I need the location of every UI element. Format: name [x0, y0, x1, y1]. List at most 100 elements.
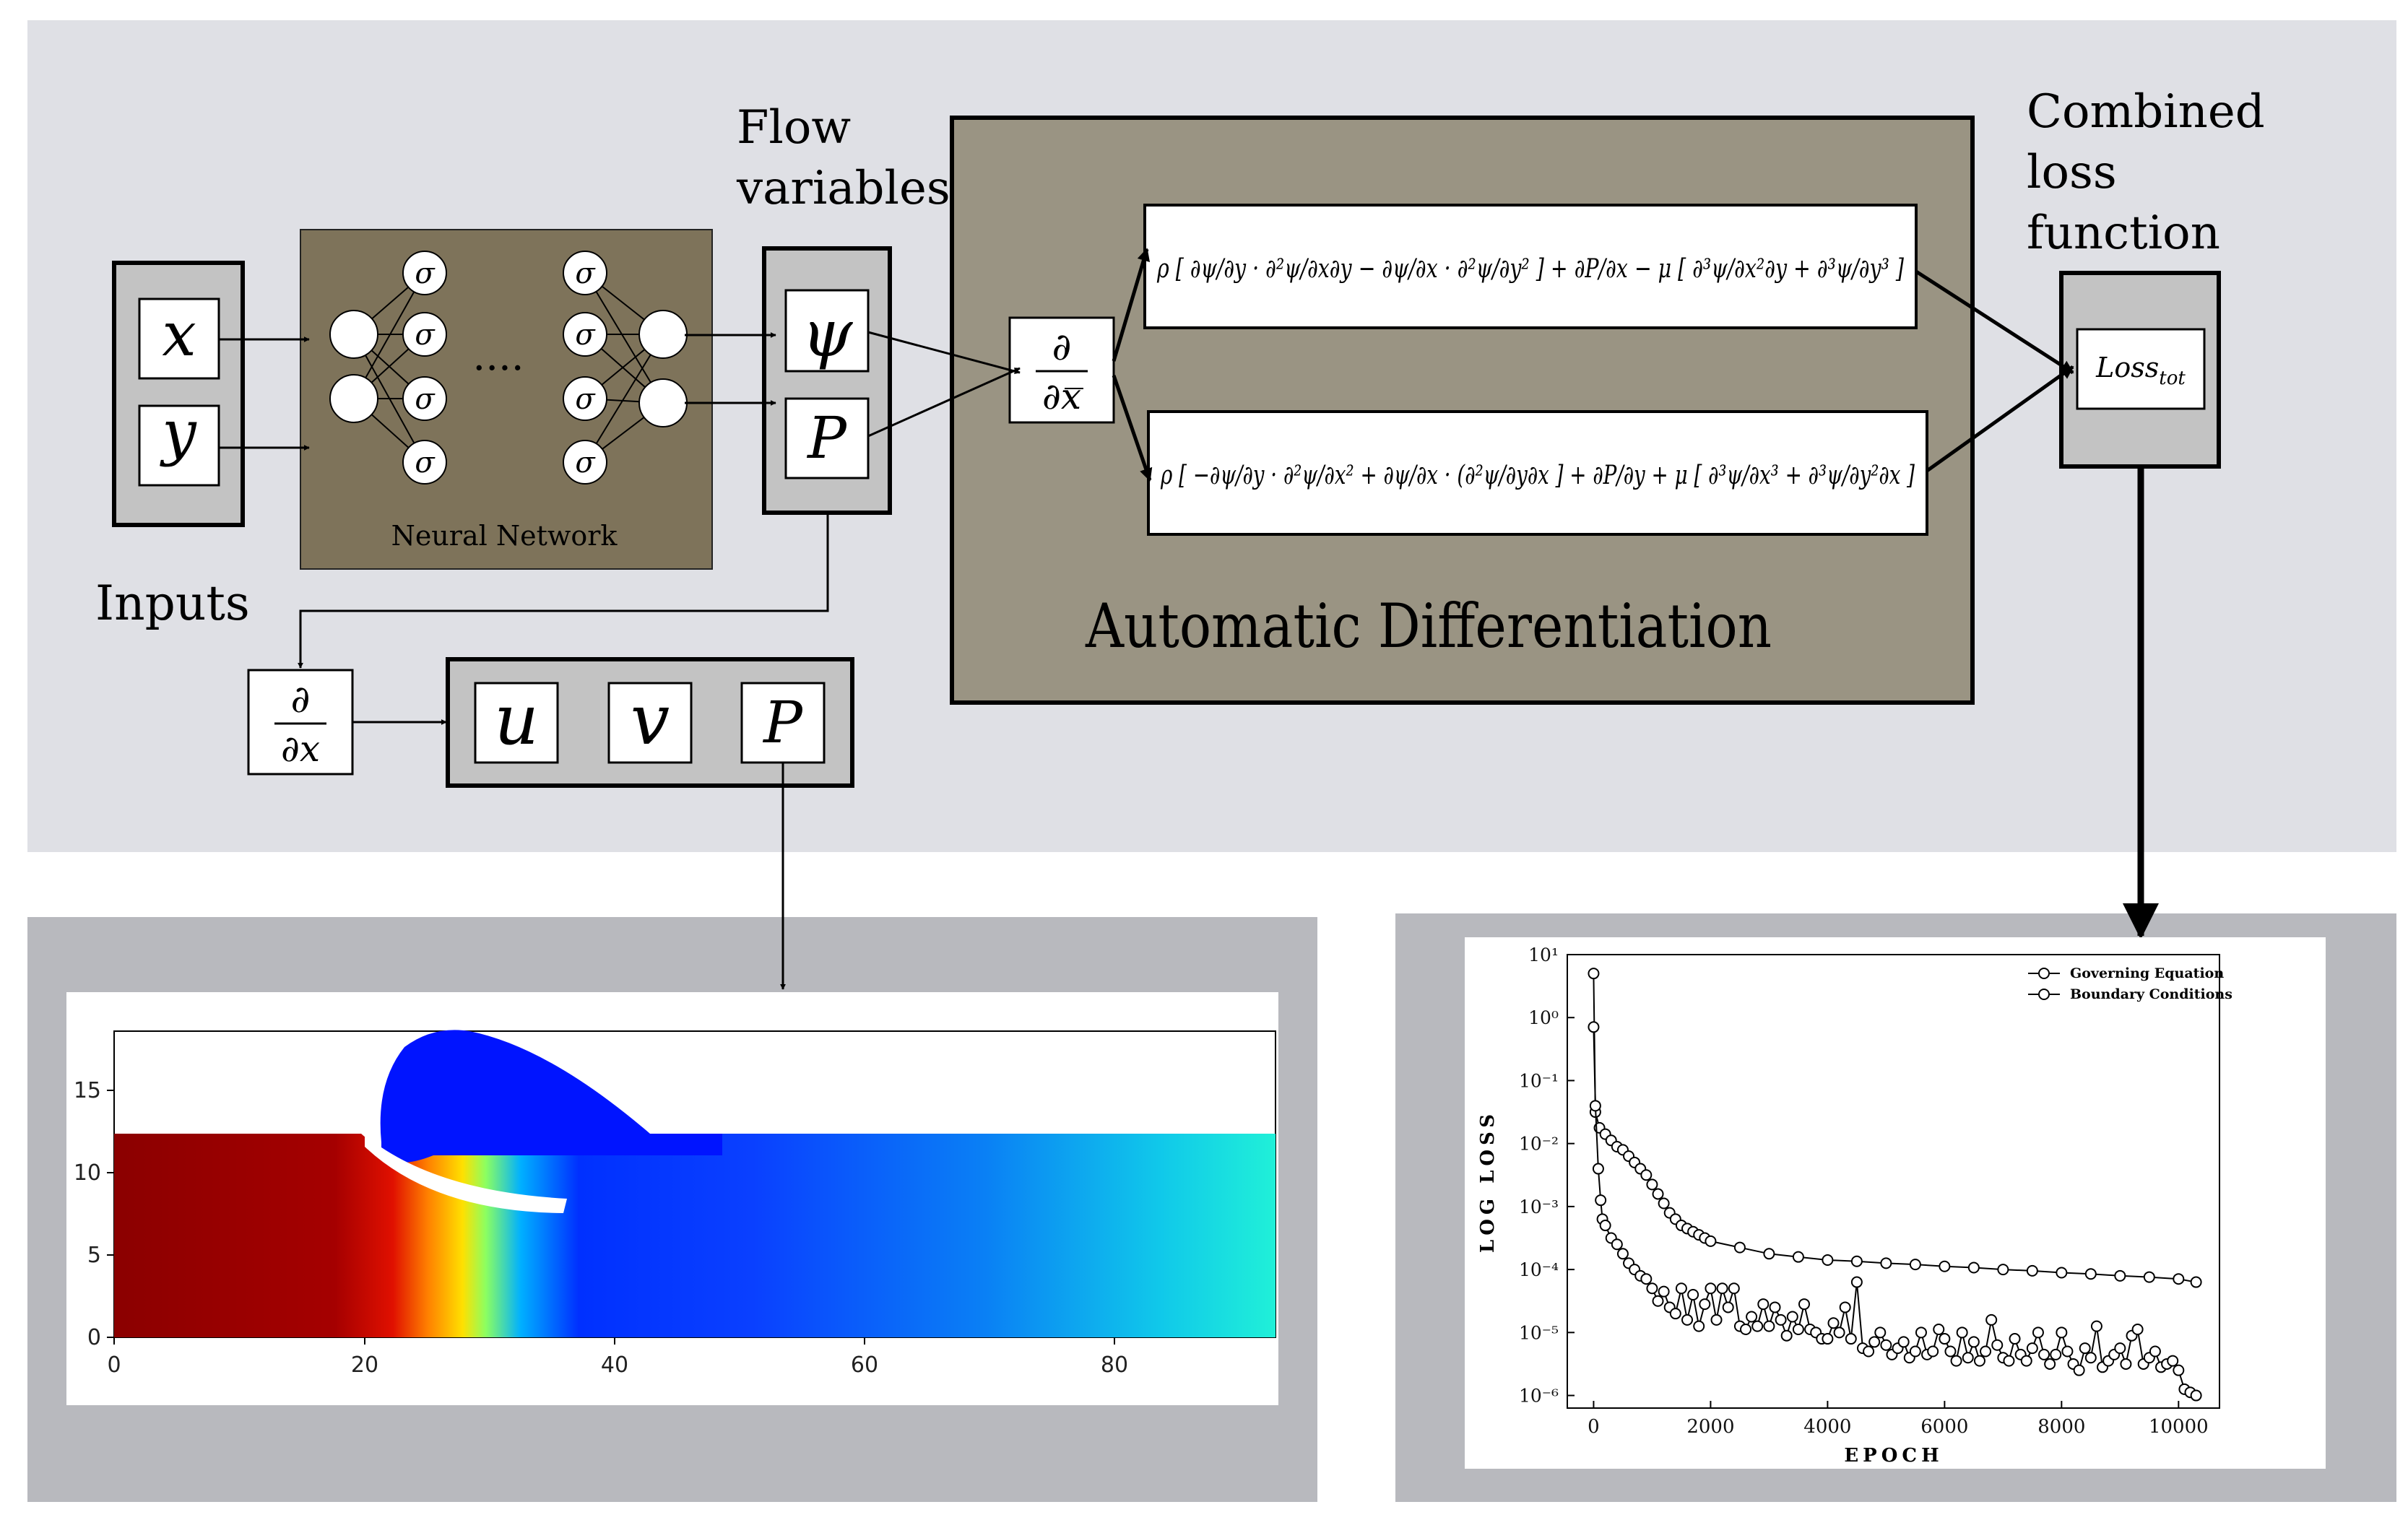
arrow-p-to-ad: [867, 367, 1021, 438]
chart-point-s1-67: [1962, 1352, 1974, 1364]
chart-xlabel: EPOCH: [1844, 1445, 1943, 1467]
nn-sigma-1: σ: [415, 318, 436, 352]
chart-point-s1-15: [1658, 1285, 1670, 1298]
chart-point-s1-38: [1792, 1323, 1804, 1335]
arrow-eq1-to-loss: [1915, 269, 2074, 375]
equation-1-box: [1143, 204, 1918, 329]
chart-point-s1-103: [2173, 1364, 2185, 1376]
chart-point-s1-7: [1611, 1238, 1623, 1251]
chart-ytick-label-2: 10⁻¹: [1519, 1070, 1559, 1091]
contour-x-label-80: 80: [1101, 1352, 1128, 1378]
auto-diff-label: Automatic Differentiation: [1085, 591, 1772, 661]
nn-sigma-2: σ: [415, 383, 436, 416]
chart-point-s1-64: [1944, 1345, 1957, 1358]
chart-point-s1-53: [1880, 1339, 1892, 1351]
chart-xtick-label-5: 10000: [2149, 1416, 2209, 1438]
nn-sigma-6: σ: [575, 383, 596, 416]
nn-hidden-node-6: [563, 376, 607, 421]
contour-y-label-10: 10: [74, 1160, 101, 1186]
chart-point-s1-18: [1675, 1282, 1687, 1295]
chart-point-s1-77: [2020, 1355, 2032, 1367]
chart-point-s1-80: [2038, 1348, 2050, 1360]
nn-dots: ....: [472, 333, 524, 380]
chart-xtick-label-2: 4000: [1803, 1416, 1851, 1438]
chart-point-s1-45: [1833, 1326, 1845, 1339]
legend-label-governing: Governing Equation: [2070, 965, 2224, 981]
inputs-label: Inputs: [95, 576, 250, 631]
chart-point-s0-12: [1652, 1188, 1664, 1200]
contour-x-label-40: 40: [601, 1352, 628, 1378]
nn-input-node-0: [329, 310, 378, 359]
chart-point-s1-1: [1589, 1100, 1601, 1112]
flow-label-line1: Flow: [737, 101, 851, 155]
chart-point-s0-27: [1880, 1257, 1892, 1269]
contour-x-label-60: 60: [851, 1352, 878, 1378]
chart-point-s1-25: [1716, 1282, 1728, 1295]
chart-point-s1-24: [1710, 1313, 1723, 1326]
chart-xtick-label-0: 0: [1588, 1416, 1600, 1438]
chart-ytick-label-1: 10⁰: [1528, 1007, 1559, 1028]
chart-point-s1-74: [2003, 1355, 2015, 1367]
chart-point-s1-56: [1897, 1336, 1910, 1348]
nn-sigma-3: σ: [415, 446, 436, 479]
chart-point-s1-78: [2026, 1342, 2038, 1355]
nn-sigma-7: σ: [575, 446, 596, 479]
contour-x-label-0: 0: [107, 1352, 121, 1378]
contour-y-label-0: 0: [87, 1325, 101, 1350]
u-symbol: u: [494, 679, 539, 760]
chart-point-s0-38: [2190, 1276, 2202, 1288]
chart-point-s1-27: [1728, 1282, 1740, 1295]
chart-point-s1-65: [1950, 1355, 1962, 1367]
chart-legend: Governing Equation Boundary Conditions: [2028, 965, 2232, 1002]
equation-2: ρ [ −∂ψ/∂y · ∂²ψ/∂x² + ∂ψ/∂x · (∂²ψ/∂y∂x…: [1160, 461, 1915, 490]
chart-point-s0-37: [2173, 1273, 2185, 1285]
chart-point-s1-99: [2149, 1345, 2161, 1358]
chart-point-s1-59: [1915, 1326, 1927, 1339]
arrow-psi-to-ad: [867, 331, 1021, 375]
chart-point-s1-61: [1927, 1345, 1939, 1358]
chart-ytick-label-5: 10⁻⁴: [1519, 1259, 1559, 1280]
legend-marker-boundary: [2038, 989, 2050, 1000]
loss-tot-label: Losstot: [2095, 352, 2186, 389]
chart-point-s0-22: [1733, 1241, 1746, 1254]
chart-point-s1-83: [2056, 1326, 2068, 1339]
chart-point-s0-23: [1763, 1248, 1775, 1260]
chart-point-s1-70: [1980, 1345, 1992, 1358]
p-out-symbol: P: [762, 689, 803, 756]
nn-sigma-4: σ: [575, 257, 596, 290]
chart-point-s1-8: [1616, 1248, 1629, 1260]
chart-point-s1-86: [2073, 1364, 2085, 1376]
chart-point-s1-46: [1839, 1301, 1851, 1313]
chart-point-s1-5: [1599, 1220, 1611, 1232]
u-box: [474, 682, 559, 764]
chart-point-s1-106: [2190, 1389, 2202, 1402]
chart-point-s1-88: [2084, 1352, 2097, 1364]
chart-point-s1-3: [1595, 1194, 1607, 1207]
chart-point-s1-17: [1669, 1308, 1681, 1320]
chart-point-s1-48: [1850, 1276, 1863, 1288]
legend-marker-governing: [2038, 968, 2050, 979]
chart-ytick-label-6: 10⁻⁵: [1519, 1322, 1559, 1343]
chart-point-s1-39: [1798, 1298, 1810, 1311]
chart-point-s1-23: [1705, 1282, 1717, 1295]
chart-point-s1-94: [2120, 1358, 2132, 1370]
chart-point-s1-26: [1722, 1301, 1734, 1313]
connectors: [219, 248, 2159, 990]
contour-x-label-20: 20: [351, 1352, 378, 1378]
p-symbol: P: [806, 404, 847, 472]
chart-point-s1-84: [2061, 1345, 2074, 1358]
chart-point-s0-25: [1822, 1254, 1834, 1267]
chart-point-s0-28: [1909, 1259, 1921, 1271]
loss-subscript: tot: [2159, 368, 2186, 389]
chart-point-s1-36: [1780, 1329, 1793, 1342]
chart-point-s0-35: [2114, 1269, 2126, 1282]
legend-label-boundary: Boundary Conditions: [2070, 986, 2232, 1002]
loss-word: Loss: [2095, 352, 2159, 383]
contour-gate-plate: [365, 1135, 567, 1213]
chart-point-s1-21: [1693, 1320, 1705, 1332]
p-box: [784, 397, 870, 479]
chart-point-s1-37: [1786, 1311, 1798, 1323]
nn-hidden-node-4: [563, 251, 607, 295]
